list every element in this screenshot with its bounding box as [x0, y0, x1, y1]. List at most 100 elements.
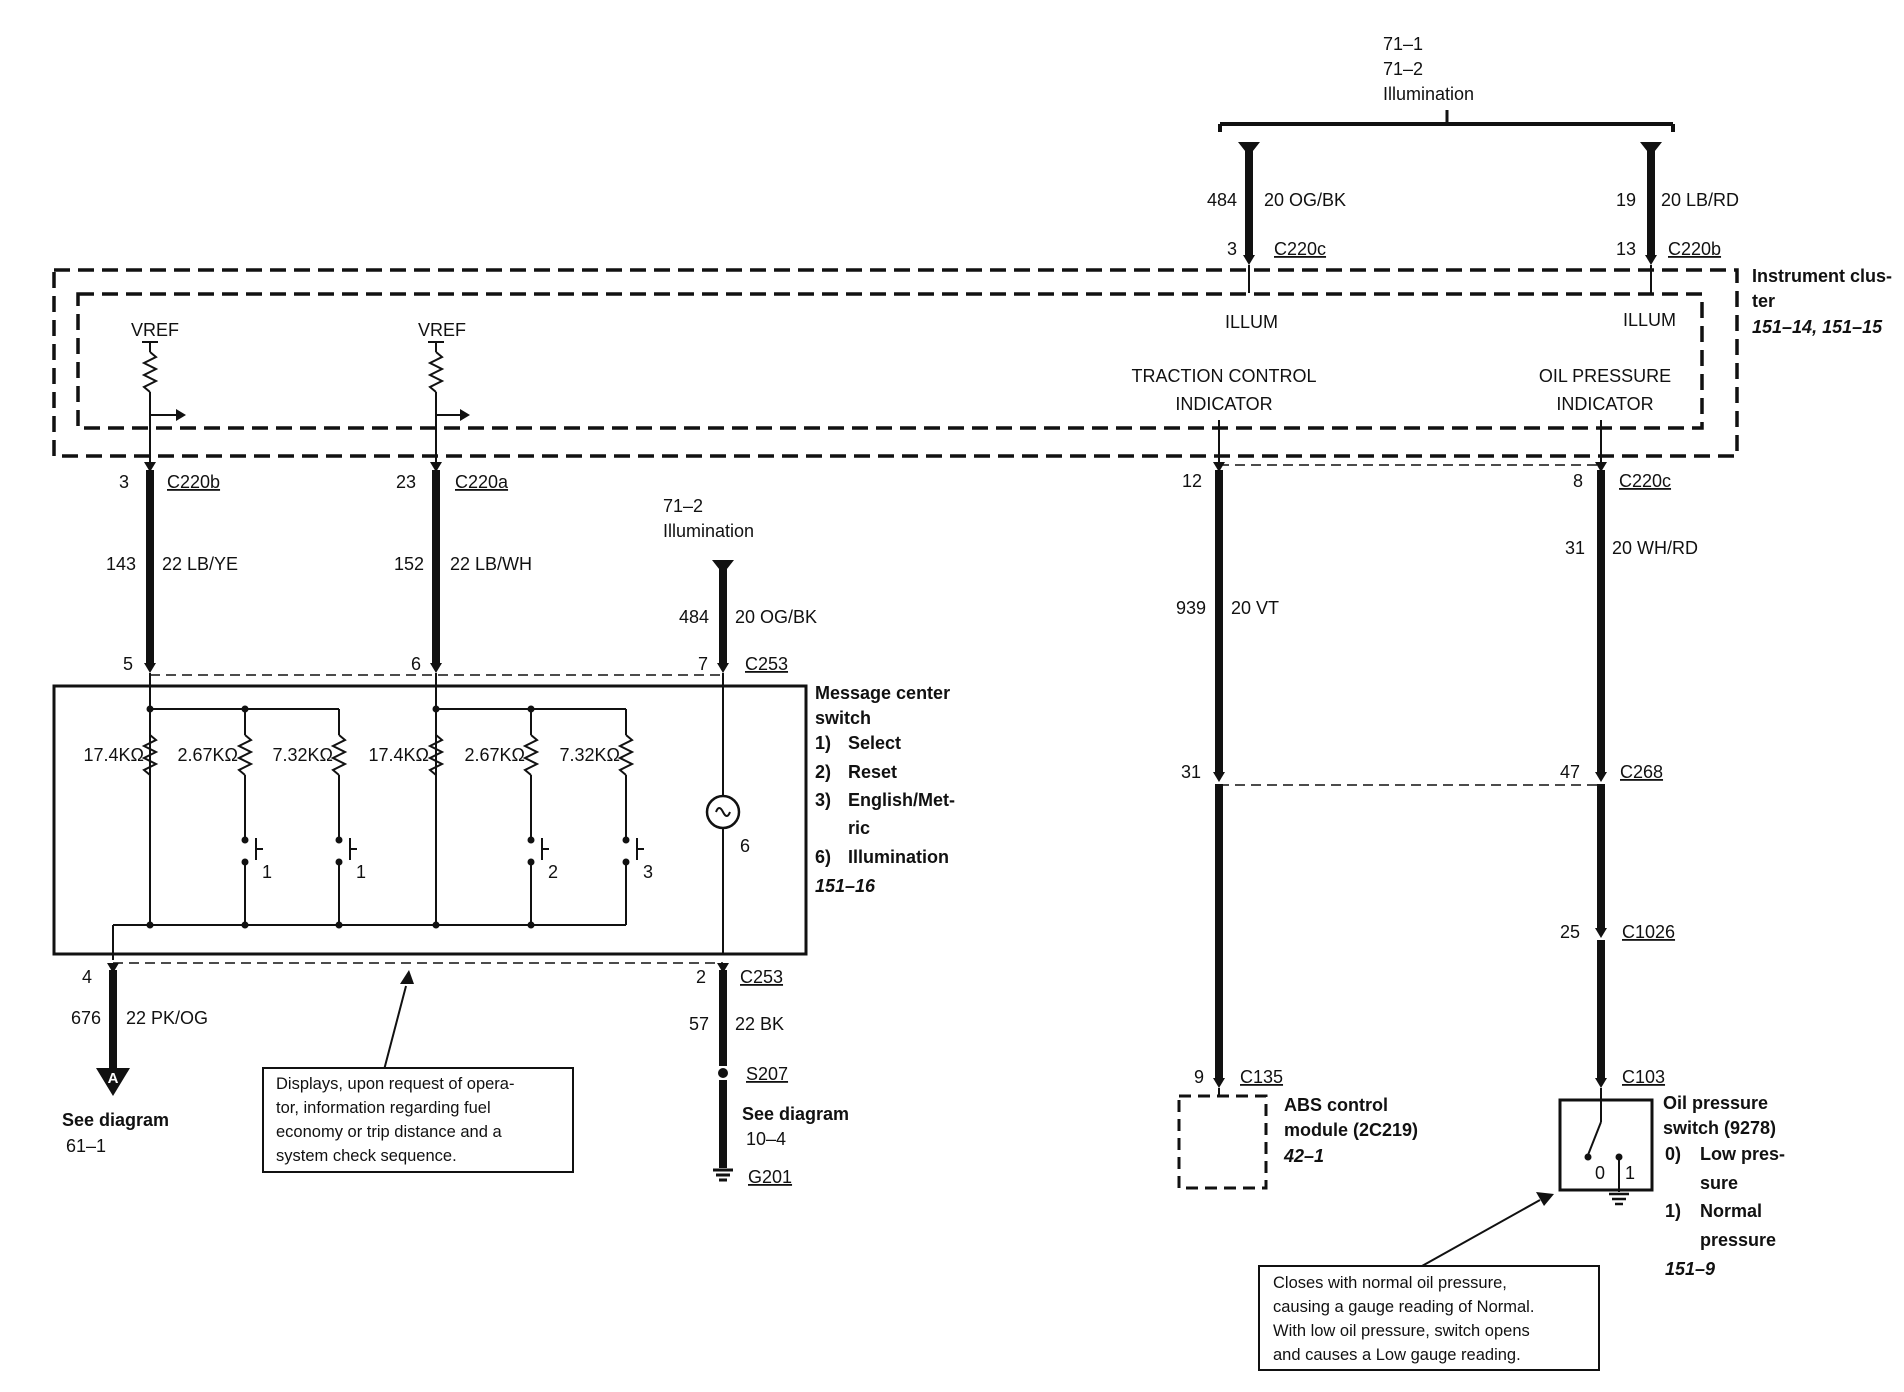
wire-484-mid-ref1: 71–2: [663, 496, 703, 516]
push-button-select-a: [241, 836, 263, 925]
oil-switch-pos0: 0: [1595, 1163, 1605, 1183]
switch-title-l2: switch: [815, 708, 871, 728]
oil-switch-l2: switch (9278): [1663, 1118, 1776, 1138]
illum-label-2: ILLUM: [1623, 310, 1676, 330]
oil-item-1-text: Low pres-: [1700, 1144, 1785, 1164]
instrument-cluster: Instrument clus- ter 151–14, 151–15 ILLU…: [52, 266, 1892, 465]
oil-switch-ref: 151–9: [1665, 1259, 1715, 1279]
see-61-l2: 61–1: [66, 1136, 106, 1156]
button-num-2: 2: [548, 862, 558, 882]
wire-939-pin-mid: 31: [1181, 762, 1201, 782]
wire-143-pin-bottom: 5: [123, 654, 133, 674]
push-button-english-metric: [622, 836, 644, 925]
cluster-ref: 151–14, 151–15: [1752, 317, 1883, 337]
wire-31-connector-bottom: C103: [1622, 1067, 1665, 1087]
wire-676: A 4 676 22 PK/OG See diagram 61–1: [62, 963, 208, 1156]
oil-indicator-l1: OIL PRESSURE: [1539, 366, 1671, 386]
message-note-l3: economy or trip distance and a: [276, 1123, 502, 1141]
wire-939-pin-top: 12: [1182, 471, 1202, 491]
resistor-label-6: 7.32KΩ: [560, 745, 621, 765]
wire-152-connector-top: C220a: [455, 472, 509, 492]
button-num-1b: 1: [356, 862, 366, 882]
wire-31-pin-mid: 47: [1560, 762, 1580, 782]
abs-control-module: ABS control module (2C219) 42–1: [1177, 1094, 1418, 1190]
wire-152-pin-bottom: 6: [411, 654, 421, 674]
wire-57-circuit: 57: [689, 1014, 709, 1034]
cluster-title-l1: Instrument clus-: [1752, 266, 1892, 286]
wire-143-spec: 22 LB/YE: [162, 554, 238, 574]
wire-484-top-spec: 20 OG/BK: [1264, 190, 1346, 210]
abs-l1: ABS control: [1284, 1095, 1388, 1115]
abs-ref: 42–1: [1283, 1146, 1324, 1166]
wire-57-connector: C253: [740, 967, 783, 987]
wire-484-top-pin: 3: [1227, 239, 1237, 259]
wire-484-top-circuit: 484: [1207, 190, 1237, 210]
abs-l2: module (2C219): [1284, 1120, 1418, 1140]
illum-label-1: ILLUM: [1225, 312, 1278, 332]
oil-note-l3: With low oil pressure, switch opens: [1273, 1322, 1530, 1340]
wire-152-spec: 22 LB/WH: [450, 554, 532, 574]
wire-939-spec: 20 VT: [1231, 598, 1279, 618]
switch-item-3-text: English/Met-: [848, 790, 955, 810]
illumination-lamp-icon: [705, 794, 741, 830]
switch-item-1-text: Select: [848, 733, 901, 753]
oil-item-3-num: 1): [1665, 1201, 1681, 1221]
switch-ref: 151–16: [815, 876, 876, 896]
wire-57: 2 C253 57 22 BK S207 See diagram 10–4 G2…: [689, 963, 849, 1187]
wire-31-connector-low: C1026: [1622, 922, 1675, 942]
wire-143-connector-top: C220b: [167, 472, 220, 492]
wire-484-mid: 71–2 Illumination 484 20 OG/BK 7 C253: [663, 496, 817, 674]
wire-676-circuit: 676: [71, 1008, 101, 1028]
top-ref-line3: Illumination: [1383, 84, 1474, 104]
wire-143: 3 C220b 143 22 LB/YE 5: [106, 462, 238, 674]
wire-484-mid-ref2: Illumination: [663, 521, 754, 541]
switch-item-4-text: ric: [848, 818, 870, 838]
wire-31-connector-mid: C268: [1620, 762, 1663, 782]
wire-143-circuit: 143: [106, 554, 136, 574]
oil-pressure-switch: 0 1 Oil pressure switch (9278) 0) Low pr…: [1558, 1093, 1785, 1279]
vref-label-2: VREF: [418, 320, 466, 340]
switch-item-1-num: 1): [815, 733, 831, 753]
traction-label-l1: TRACTION CONTROL: [1131, 366, 1316, 386]
wire-152-circuit: 152: [394, 554, 424, 574]
wire-484-mid-circuit: 484: [679, 607, 709, 627]
oil-item-2-text: sure: [1700, 1173, 1738, 1193]
traction-label-l2: INDICATOR: [1175, 394, 1272, 414]
wire-31-pin-low: 25: [1560, 922, 1580, 942]
wire-676-pin: 4: [82, 967, 92, 987]
push-button-reset: [527, 836, 549, 925]
wire-676-spec: 22 PK/OG: [126, 1008, 208, 1028]
wire-57-pin: 2: [696, 967, 706, 987]
message-note-l2: tor, information regarding fuel: [276, 1099, 491, 1117]
oil-note-l4: and causes a Low gauge reading.: [1273, 1346, 1521, 1364]
wire-939-pin-bottom: 9: [1194, 1067, 1204, 1087]
resistor-label-1: 17.4KΩ: [84, 745, 145, 765]
oil-switch-l1: Oil pressure: [1663, 1093, 1768, 1113]
message-note-l1: Displays, upon request of opera-: [276, 1075, 514, 1093]
resistor-label-2: 2.67KΩ: [178, 745, 239, 765]
wire-31-circuit: 31: [1565, 538, 1585, 558]
oil-switch-pos1: 1: [1625, 1163, 1635, 1183]
button-num-3: 3: [643, 862, 653, 882]
splice-s207: S207: [746, 1064, 788, 1084]
top-ref-line1: 71–1: [1383, 34, 1423, 54]
resistor-label-4: 17.4KΩ: [369, 745, 430, 765]
wire-31-pin-top: 8: [1573, 471, 1583, 491]
switch-item-5-num: 6): [815, 847, 831, 867]
wire-19-top-pin: 13: [1616, 239, 1636, 259]
wire-484-mid-pin: 7: [698, 654, 708, 674]
oil-item-4-text: pressure: [1700, 1230, 1776, 1250]
resistor-group-2: [427, 709, 635, 840]
wire-19-top-spec: 20 LB/RD: [1661, 190, 1739, 210]
top-ref-line2: 71–2: [1383, 59, 1423, 79]
switch-title-l1: Message center: [815, 683, 950, 703]
wire-19-top: 19 20 LB/RD 13 C220b: [1616, 142, 1739, 293]
message-center-switch: 17.4KΩ 2.67KΩ 7.32KΩ 17.4KΩ 2.67KΩ 7.32K…: [52, 673, 955, 960]
switch-item-5-text: Illumination: [848, 847, 949, 867]
wire-939-circuit: 939: [1176, 598, 1206, 618]
wire-31-spec: 20 WH/RD: [1612, 538, 1698, 558]
lamp-num: 6: [740, 836, 750, 856]
switch-item-2-num: 2): [815, 762, 831, 782]
vref-label-1: VREF: [131, 320, 179, 340]
